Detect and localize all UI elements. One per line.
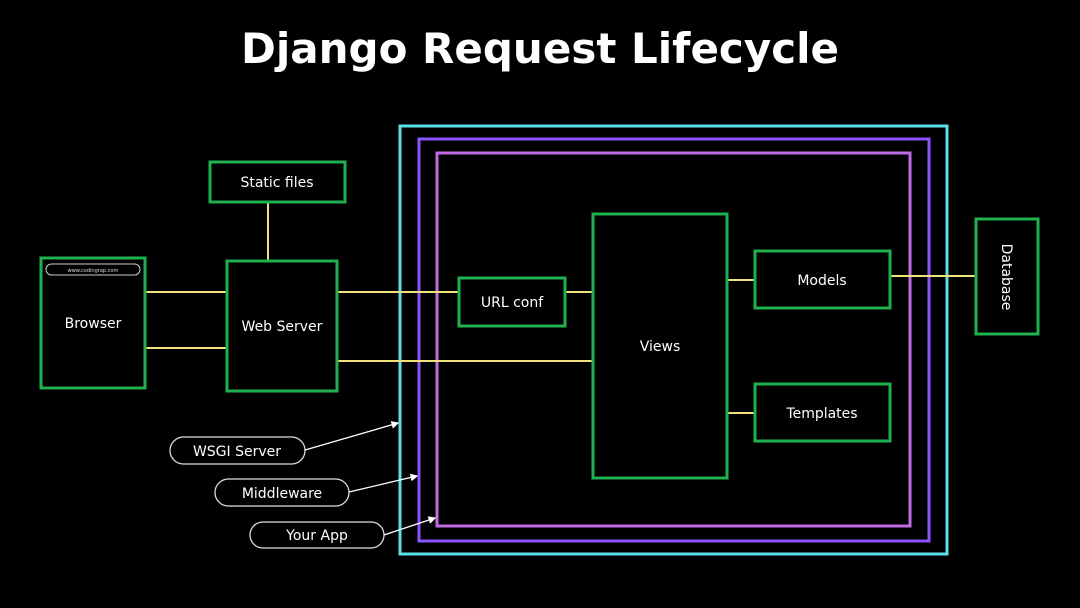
browser-label: Browser <box>65 316 122 332</box>
templates-label: Templates <box>785 406 857 422</box>
static-files-label: Static files <box>240 175 313 191</box>
middleware-label: Middleware <box>242 486 322 502</box>
models-label: Models <box>797 273 846 289</box>
app-layer <box>435 151 912 528</box>
wsgi-arrow <box>304 421 400 451</box>
web-server-label: Web Server <box>242 319 323 335</box>
browser-url-text: www.codingrap.com <box>68 268 119 274</box>
wsgi-server-pill <box>169 436 306 465</box>
middleware-arrow <box>348 473 419 493</box>
middleware-layer <box>417 137 931 543</box>
middleware-pill <box>214 478 350 507</box>
browser-url-bar <box>45 263 141 276</box>
connectors <box>145 202 976 414</box>
templates-box <box>753 382 892 443</box>
your-app-label: Your App <box>285 528 348 544</box>
web-server-box <box>225 259 339 393</box>
static-files-box <box>208 160 347 204</box>
database-label: Database <box>998 244 1014 311</box>
views-label: Views <box>640 339 681 355</box>
wsgi-layer <box>398 124 949 556</box>
wsgi-server-label: WSGI Server <box>193 444 281 460</box>
url-conf-box <box>457 276 567 328</box>
views-box <box>591 212 729 480</box>
models-box <box>753 249 892 310</box>
url-conf-label: URL conf <box>481 295 544 311</box>
your-app-arrow <box>383 516 437 536</box>
database-box <box>974 217 1040 336</box>
browser-box <box>39 256 147 390</box>
diagram-title: Django Request Lifecycle <box>241 24 839 73</box>
